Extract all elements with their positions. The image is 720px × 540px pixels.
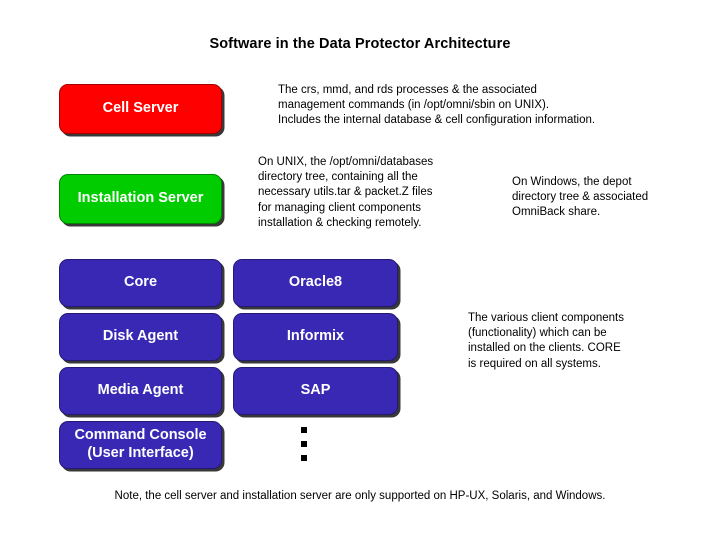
node-informix[interactable]: Informix [233, 313, 398, 361]
footer-note: Note, the cell server and installation s… [114, 490, 606, 502]
node-label: Media Agent [97, 382, 184, 399]
node-sap[interactable]: SAP [233, 367, 398, 415]
node-installation-server[interactable]: Installation Server [59, 174, 222, 224]
ellipsis-dot [301, 427, 307, 433]
node-label: Command Console [74, 427, 207, 444]
installation-server-windows-description: On Windows, the depot directory tree & a… [512, 176, 649, 219]
node-oracle8[interactable]: Oracle8 [233, 259, 398, 307]
node-label: Core [123, 274, 158, 291]
node-label: Installation Server [77, 190, 204, 207]
cell-server-description: The crs, mmd, and rds processes & the as… [278, 84, 596, 127]
ellipsis-dot [301, 441, 307, 447]
node-command-console[interactable]: Command Console(User Interface) [59, 421, 222, 469]
page-title: Software in the Data Protector Architect… [209, 36, 511, 52]
node-label: Oracle8 [288, 274, 343, 291]
client-components-description: The various client components (functiona… [468, 312, 624, 370]
node-cell-server[interactable]: Cell Server [59, 84, 222, 134]
node-label: Cell Server [102, 100, 179, 117]
vertical-ellipsis-icon [301, 427, 315, 467]
node-label: SAP [300, 382, 331, 399]
node-label: Disk Agent [102, 328, 179, 345]
node-media-agent[interactable]: Media Agent [59, 367, 222, 415]
node-label: Informix [286, 328, 345, 345]
node-core[interactable]: Core [59, 259, 222, 307]
node-sublabel: (User Interface) [87, 445, 194, 461]
ellipsis-dot [301, 455, 307, 461]
installation-server-unix-description: On UNIX, the /opt/omni/databases directo… [258, 156, 434, 229]
node-disk-agent[interactable]: Disk Agent [59, 313, 222, 361]
